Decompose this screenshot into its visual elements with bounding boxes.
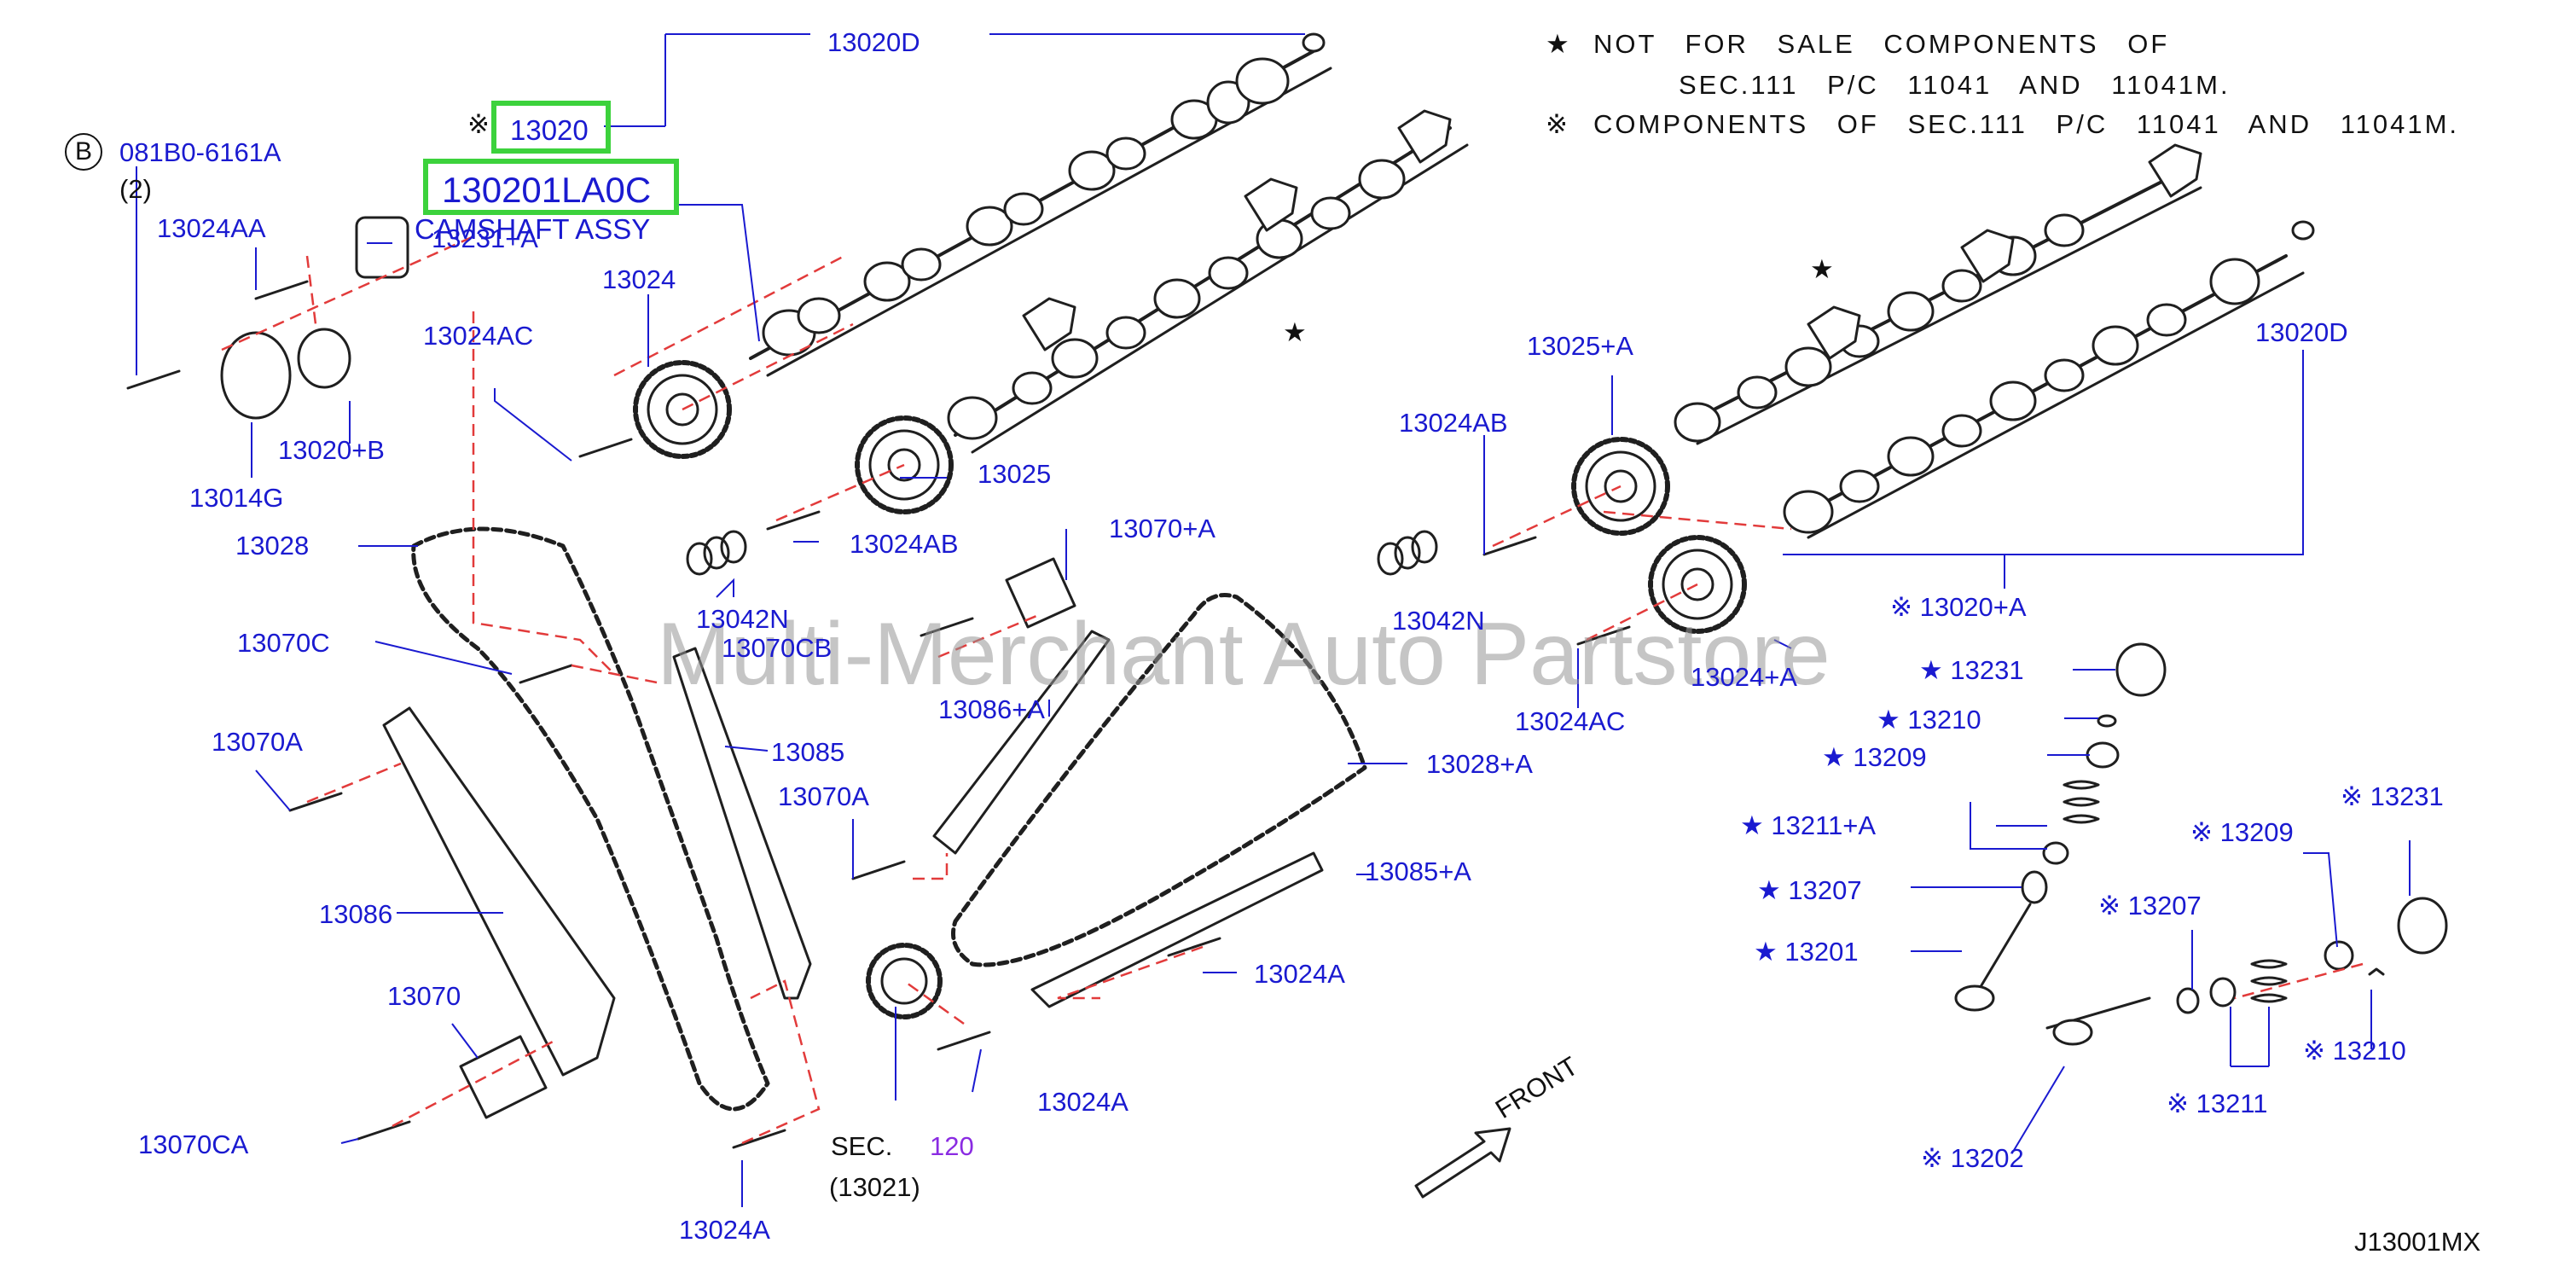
label-13086A[interactable]: 13086+A	[938, 694, 1045, 724]
label-13201-star[interactable]: ★ 13201	[1754, 937, 1859, 967]
drawing-id: J13001MX	[2354, 1227, 2481, 1257]
crank-sprocket	[866, 943, 943, 1019]
note-star-sym: ★	[1546, 29, 1569, 59]
bolt-spec-circle: B	[65, 133, 102, 171]
label-13042N-left[interactable]: 13042N	[696, 604, 789, 634]
label-13024AB-left[interactable]: 13024AB	[850, 529, 959, 559]
front-arrow-icon	[1414, 1127, 1511, 1199]
assembly-number[interactable]: 130201LA0C	[442, 170, 652, 210]
label-13070A-plus[interactable]: 13070+A	[1109, 514, 1215, 543]
label-13014G[interactable]: 13014G	[189, 483, 284, 513]
label-13231-star[interactable]: ★ 13231	[1919, 655, 2024, 685]
label-13070CB[interactable]: 13070CB	[722, 633, 833, 663]
label-13020B[interactable]: 13020+B	[278, 435, 385, 465]
bolt-spec-number[interactable]: 081B0-6161A	[119, 137, 281, 167]
label-13024A-mid[interactable]: 13024A	[1037, 1087, 1128, 1117]
guide-13086	[382, 706, 616, 1077]
label-sec-num[interactable]: 120	[930, 1131, 974, 1161]
label-13070A-left[interactable]: 13070A	[212, 727, 303, 757]
label-13210-star[interactable]: ★ 13210	[1877, 705, 1981, 735]
label-13211A-star[interactable]: ★ 13211+A	[1740, 810, 1877, 840]
label-13209-ref[interactable]: ※ 13209	[2190, 817, 2294, 847]
label-13210-ref[interactable]: ※ 13210	[2303, 1036, 2406, 1066]
label-13085A[interactable]: 13085+A	[1365, 857, 1471, 886]
label-13070A-mid[interactable]: 13070A	[778, 781, 869, 811]
label-13211-ref[interactable]: ※ 13211	[2167, 1089, 2268, 1118]
label-13209-star[interactable]: ★ 13209	[1822, 742, 1927, 772]
label-13202-ref[interactable]: ※ 13202	[1921, 1143, 2024, 1173]
right-lower-camshaft	[1783, 220, 2315, 539]
note-ref-sym: ※	[1546, 109, 1568, 139]
label-13042N-right[interactable]: 13042N	[1392, 606, 1485, 636]
star-marker-right: ★	[1810, 254, 1834, 284]
construction-lines	[221, 233, 2364, 1145]
label-13024A-plus[interactable]: 13024+A	[1691, 662, 1797, 692]
chain-13028	[411, 526, 770, 1112]
label-sec-ref: (13021)	[829, 1172, 920, 1202]
note-line1b: SEC.111 P/C 11041 AND 11041M.	[1679, 70, 2231, 100]
label-13024A-right[interactable]: 13024A	[1254, 959, 1345, 989]
chain-13028A	[951, 593, 1367, 967]
note-line2: COMPONENTS OF SEC.111 P/C 11041 AND 1104…	[1593, 109, 2460, 139]
guide-13085A	[1030, 851, 1324, 1008]
right-upper-camshaft	[1674, 143, 2202, 445]
label-13085[interactable]: 13085	[771, 737, 845, 767]
label-13028[interactable]: 13028	[235, 531, 310, 560]
label-sec: SEC.	[831, 1131, 893, 1161]
label-13024AB-right[interactable]: 13024AB	[1399, 408, 1508, 438]
left-lower-camshaft	[947, 109, 1469, 454]
label-13025[interactable]: 13025	[978, 459, 1052, 489]
label-13020D-top[interactable]: 13020D	[827, 27, 920, 57]
label-13070C[interactable]: 13070C	[237, 628, 330, 658]
label-13207-star[interactable]: ★ 13207	[1757, 875, 1862, 905]
bolts	[126, 280, 1631, 1149]
guide-13085	[672, 647, 812, 1000]
label-13070[interactable]: 13070	[387, 981, 461, 1011]
tensioner-13070	[459, 1035, 548, 1119]
label-13020D-right[interactable]: 13020D	[2255, 317, 2348, 347]
label-13070CA[interactable]: 13070CA	[138, 1130, 249, 1159]
label-13024AA[interactable]: 13024AA	[157, 213, 266, 243]
label-13231-ref[interactable]: ※ 13231	[2341, 781, 2444, 811]
label-13020A[interactable]: ※ 13020+A	[1890, 592, 2027, 622]
label-13024[interactable]: 13024	[602, 264, 676, 294]
label-13086[interactable]: 13086	[319, 899, 393, 929]
label-13024AC-right[interactable]: 13024AC	[1515, 706, 1626, 736]
left-upper-camshaft	[749, 32, 1332, 377]
valve-train-star	[1954, 642, 2167, 1012]
assembly-number-highlight[interactable]: 130201LA0C	[423, 159, 679, 215]
note-line1: NOT FOR SALE COMPONENTS OF	[1593, 29, 2170, 59]
star-marker-left: ★	[1283, 317, 1307, 347]
watermark: Multi-Merchant Auto Partstore	[657, 605, 1830, 704]
part-13020[interactable]: 13020	[510, 114, 589, 146]
guide-13086A	[932, 630, 1111, 855]
label-13024A-bottom[interactable]: 13024A	[679, 1215, 770, 1245]
valve-train-ref	[2045, 897, 2448, 1046]
leader-lines	[136, 33, 2411, 1207]
label-13231A-top[interactable]: 13231+A	[432, 224, 538, 253]
label-13025A[interactable]: 13025+A	[1527, 331, 1633, 361]
bolt-spec-qty: (2)	[119, 174, 152, 204]
label-13024AC-left[interactable]: 13024AC	[423, 321, 534, 351]
callout-ref-symbol: ※	[467, 109, 490, 139]
assembly-name[interactable]: CAMSHAFT ASSY	[415, 213, 651, 245]
tensioner-13070A	[1005, 557, 1076, 629]
part-13020-highlight[interactable]: 13020	[491, 101, 611, 154]
cam-sensor-13020B	[220, 328, 351, 420]
label-13028A[interactable]: 13028+A	[1426, 749, 1533, 779]
washers-13042N	[686, 530, 1438, 576]
label-13207-ref[interactable]: ※ 13207	[2098, 891, 2202, 920]
